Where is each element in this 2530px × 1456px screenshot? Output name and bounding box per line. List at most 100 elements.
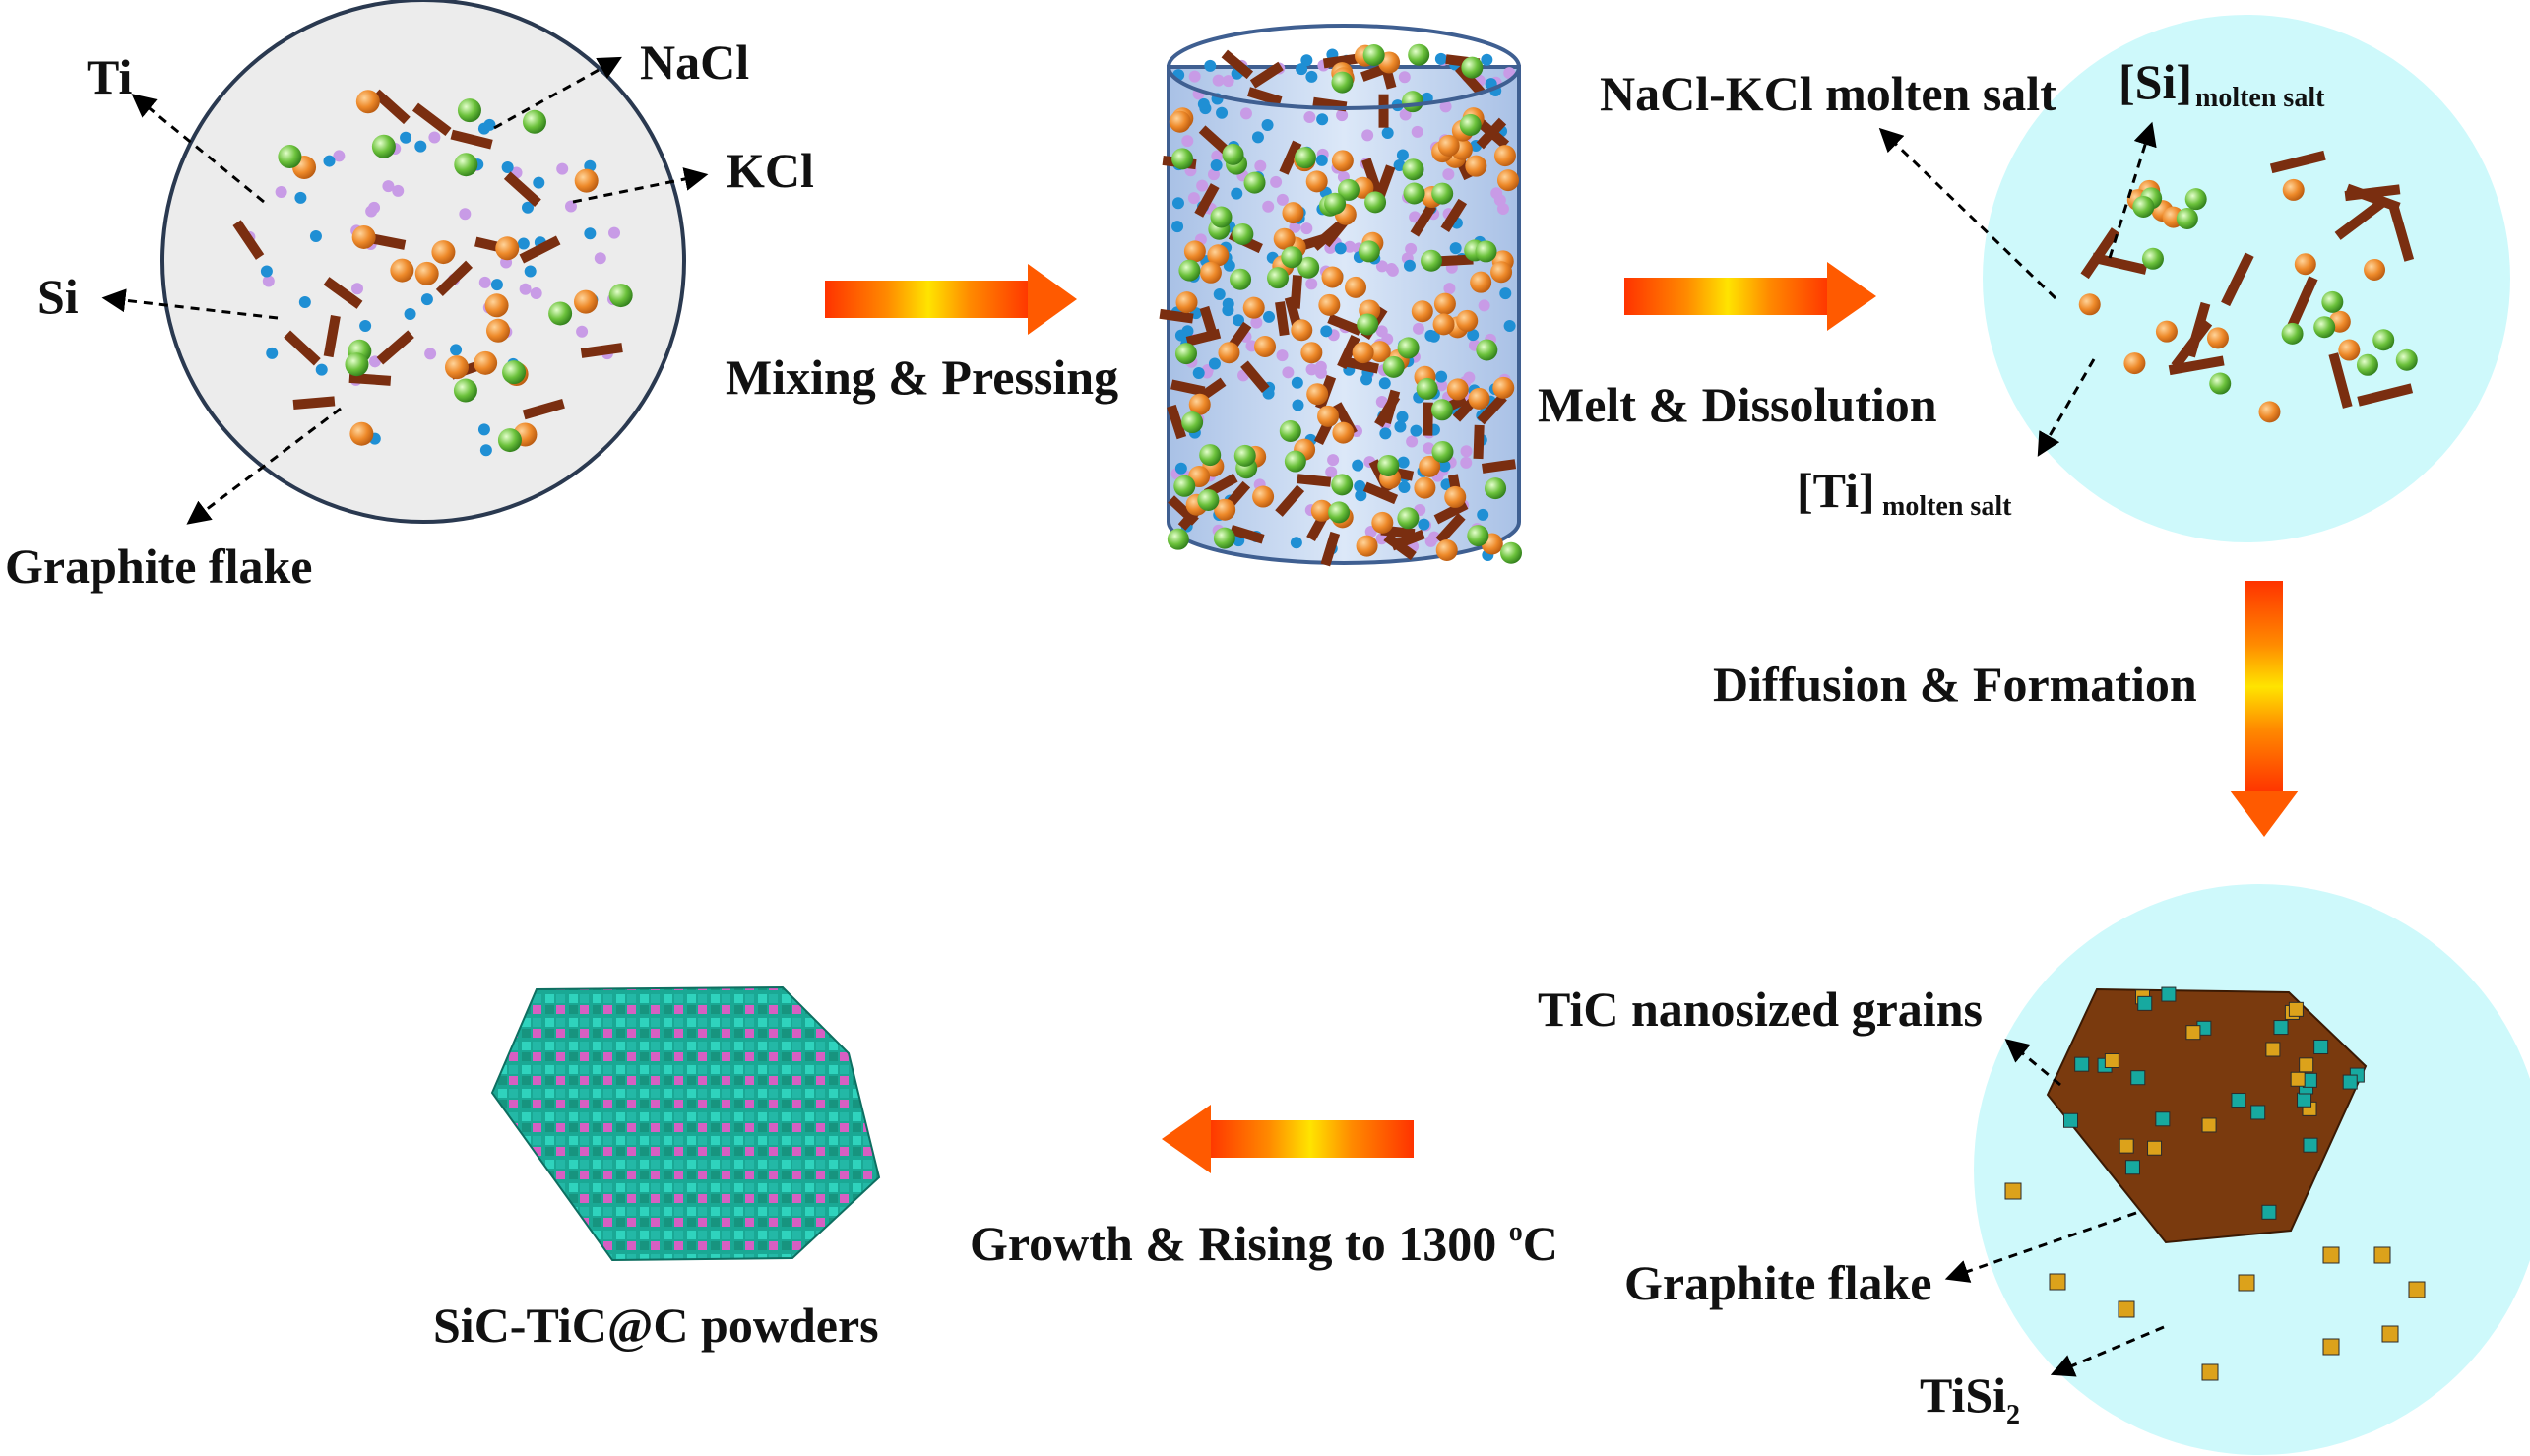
label-nacl: NaCl	[640, 34, 749, 90]
kcl-particle	[1320, 325, 1333, 338]
kcl-particle	[1403, 259, 1416, 272]
ti-particle	[1368, 341, 1391, 363]
step-mixing-pressing: Mixing & Pressing	[726, 349, 1118, 405]
kcl-particle	[1396, 149, 1409, 161]
graphite-flake	[284, 330, 321, 366]
kcl-particle	[1503, 320, 1516, 333]
si-particle	[1461, 56, 1484, 79]
graphite-flake	[1440, 198, 1468, 232]
label-tisi2: TiSi2	[1920, 1367, 2020, 1430]
si-particle	[1279, 419, 1301, 442]
raw-mixture-labels: Ti NaCl KCl Si Graphite flake	[5, 34, 814, 594]
kcl-particle	[1449, 242, 1462, 255]
si-particle	[1167, 528, 1189, 550]
label-si-bracket: [Si]	[2119, 54, 2192, 109]
tisi2-grain	[2201, 1363, 2219, 1381]
si-particle	[1213, 527, 1235, 549]
si-particle	[1297, 256, 1320, 279]
si-particle	[454, 153, 478, 177]
ti-particle	[2078, 293, 2101, 316]
graphite-flake	[1297, 474, 1332, 487]
si-particle	[453, 378, 477, 403]
kcl-particle	[294, 191, 307, 204]
product-powder	[490, 985, 881, 1262]
si-particle	[2132, 195, 2155, 218]
tic-grain	[2074, 1056, 2090, 1072]
si-particle	[2313, 316, 2336, 339]
graphite-flake	[411, 102, 452, 136]
kcl-particle	[1216, 106, 1229, 119]
tic-grain	[2261, 1204, 2277, 1220]
si-particle	[1401, 91, 1423, 113]
nacl-particle	[1460, 456, 1473, 469]
si-particle	[1475, 240, 1497, 263]
ti-particle	[1345, 276, 1367, 298]
nacl-particle	[1423, 442, 1435, 455]
graphite-flake	[1230, 525, 1265, 544]
kcl-particle	[483, 118, 496, 131]
graphite-flake	[1374, 394, 1401, 428]
ti-particle	[1300, 342, 1323, 364]
ti-particle	[1496, 169, 1519, 192]
kcl-particle	[1296, 63, 1308, 76]
graphite-flake	[1423, 402, 1433, 436]
ti-particle	[574, 168, 599, 193]
si-particle	[497, 428, 522, 453]
graphite-flake	[1275, 484, 1305, 517]
ti-particle	[1493, 145, 1516, 167]
si-particle	[1181, 411, 1204, 434]
graphite-flake	[1240, 360, 1270, 393]
nacl-particle	[1282, 366, 1295, 379]
tisi2-grain	[2104, 1053, 2119, 1069]
tisi2-grain	[2118, 1300, 2135, 1318]
nacl-particle	[1439, 100, 1452, 113]
graphite-flake	[2269, 150, 2326, 174]
tic-grain	[2313, 1039, 2329, 1054]
ti-particle	[1321, 266, 1344, 288]
kcl-particle	[1379, 427, 1392, 440]
si-particle	[1171, 148, 1194, 170]
kcl-particle	[533, 176, 545, 189]
kcl-particle	[479, 444, 492, 457]
kcl-particle	[450, 344, 463, 356]
nacl-particle	[1343, 240, 1356, 253]
kcl-particle	[490, 279, 503, 291]
si-particle	[2372, 329, 2395, 351]
graphite-flake	[1410, 203, 1437, 237]
si-particle	[2141, 247, 2164, 270]
ti-particle	[1332, 421, 1355, 444]
leader-kcl	[572, 167, 709, 204]
nacl-particle	[1385, 263, 1398, 276]
nacl-particle	[1411, 125, 1423, 138]
graphite-flake	[503, 171, 541, 207]
si-particle	[1324, 192, 1347, 215]
nacl-particle	[1187, 192, 1200, 205]
si-particle	[1382, 355, 1405, 378]
kcl-particle	[298, 296, 311, 309]
tic-grain	[2155, 1111, 2171, 1127]
ti-particle	[1317, 405, 1340, 427]
graphite-flake	[323, 315, 341, 358]
kcl-particle	[1222, 297, 1234, 310]
sic-tic-c-particle	[490, 985, 881, 1262]
graphite-flake	[2171, 319, 2213, 370]
leader-ti	[131, 94, 265, 204]
nacl-particle	[1188, 70, 1201, 83]
graphite-flake	[1477, 393, 1507, 425]
kcl-particle	[1174, 329, 1187, 342]
label-kcl: KCl	[727, 143, 814, 198]
nacl-particle	[424, 348, 437, 360]
kcl-particle	[1355, 489, 1367, 502]
si-particle	[1421, 249, 1443, 272]
ti-particle	[1218, 342, 1240, 364]
label-graphite-flake-2: Graphite flake	[1624, 1255, 1931, 1310]
ti-particle	[431, 240, 456, 265]
tisi2-grain	[2049, 1273, 2066, 1291]
graphite-flake	[2080, 227, 2120, 280]
ti-particle	[484, 293, 509, 318]
nacl-particle	[1239, 107, 1252, 120]
si-particle	[1377, 454, 1400, 476]
ti-particle	[1207, 244, 1230, 267]
kcl-particle	[1427, 330, 1440, 343]
